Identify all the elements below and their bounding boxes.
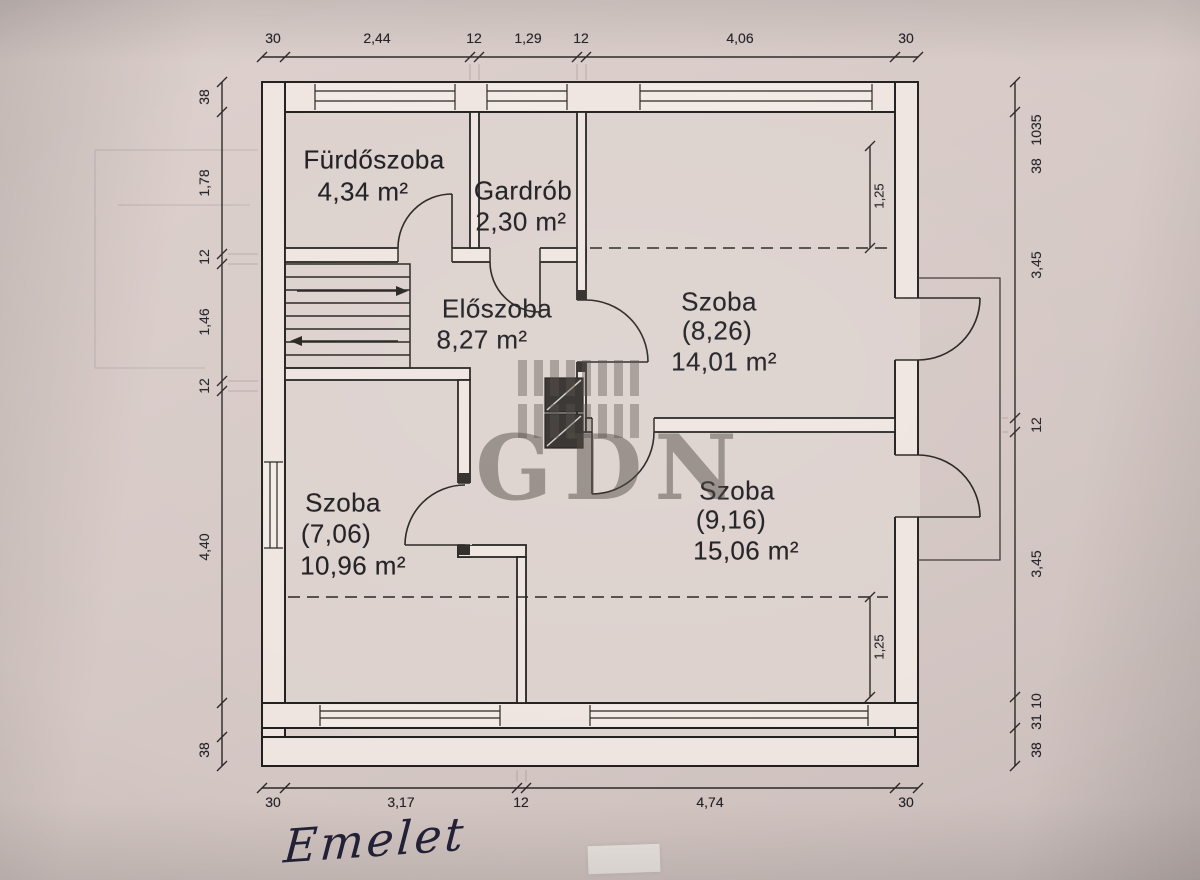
room-label-szoba-sw-code: (7,06)	[300, 518, 372, 549]
dim-top-1: 2,44	[363, 30, 391, 46]
dim-top-5: 4,06	[726, 30, 754, 46]
room-label-szoba-ne-area: 14,01 m²	[671, 346, 777, 377]
extension-lines	[228, 64, 1008, 782]
dim-top-4: 12	[573, 30, 589, 46]
dim-interior-0: 1,25	[871, 183, 887, 209]
chimney-shaft	[544, 377, 584, 449]
roof-slope-dashed-lines	[288, 247, 888, 598]
room-label-szoba-se-name: Szoba	[699, 475, 775, 506]
dim-bottom-0: 30	[265, 794, 281, 810]
dim-right-2: 3,45	[1028, 251, 1044, 279]
dim-left-3: 1,46	[196, 308, 212, 336]
dim-right-0: 1035	[1028, 114, 1044, 146]
room-label-szoba-se-code: (9,16)	[695, 504, 767, 535]
room-label-szoba-sw-area: 10,96 m²	[300, 550, 406, 581]
dim-left-4: 12	[196, 378, 212, 394]
bleed-through-lines	[94, 149, 258, 369]
dim-bottom-2: 12	[513, 794, 529, 810]
room-label-gardrob-area: 2,30 m²	[475, 206, 567, 237]
room-label-furdoszoba-name: Fürdőszoba	[303, 144, 445, 175]
dim-interior-1: 1,25	[871, 634, 887, 660]
dim-right-3: 12	[1028, 417, 1044, 433]
room-label-gardrob-name: Gardrób	[473, 175, 573, 206]
dim-left-5: 4,40	[196, 533, 212, 561]
room-label-szoba-ne-code: (8,26)	[681, 315, 753, 346]
terrace-outline	[918, 277, 1001, 561]
dim-right-6: 31	[1028, 714, 1044, 730]
door-swings	[397, 193, 981, 546]
windows	[264, 84, 873, 726]
dim-right-4: 3,45	[1028, 550, 1044, 578]
watermark-logo-bars	[518, 360, 639, 438]
dim-top-3: 1,29	[514, 30, 542, 46]
dim-top-2: 12	[466, 30, 482, 46]
watermark-gdn-text: GDN	[475, 415, 749, 521]
dim-right-5: 10	[1028, 693, 1044, 709]
dim-top-6: 30	[898, 30, 914, 46]
room-label-furdoszoba-area: 4,34 m²	[317, 176, 409, 207]
dim-bottom-1: 3,17	[387, 794, 415, 810]
dim-right-1: 38	[1028, 158, 1044, 174]
dimension-lines	[216, 51, 1021, 794]
stairs	[284, 263, 411, 369]
room-label-szoba-ne-name: Szoba	[681, 286, 757, 317]
dim-bottom-3: 4,74	[696, 794, 724, 810]
dim-left-0: 38	[196, 89, 212, 105]
dim-left-6: 38	[196, 742, 212, 758]
dim-left-1: 1,78	[196, 169, 212, 197]
room-label-szoba-se-area: 15,06 m²	[693, 535, 799, 566]
door-openings	[398, 246, 920, 545]
room-label-szoba-sw-name: Szoba	[305, 487, 381, 518]
room-label-eloszoba-name: Előszoba	[441, 293, 553, 324]
dim-top-0: 30	[265, 30, 281, 46]
jamb-blocks	[458, 290, 586, 555]
room-label-eloszoba-area: 8,27 m²	[436, 324, 528, 355]
dim-bottom-4: 30	[898, 794, 914, 810]
white-sticker	[587, 843, 661, 875]
dim-left-2: 12	[196, 249, 212, 265]
dim-right-7: 38	[1028, 742, 1044, 758]
